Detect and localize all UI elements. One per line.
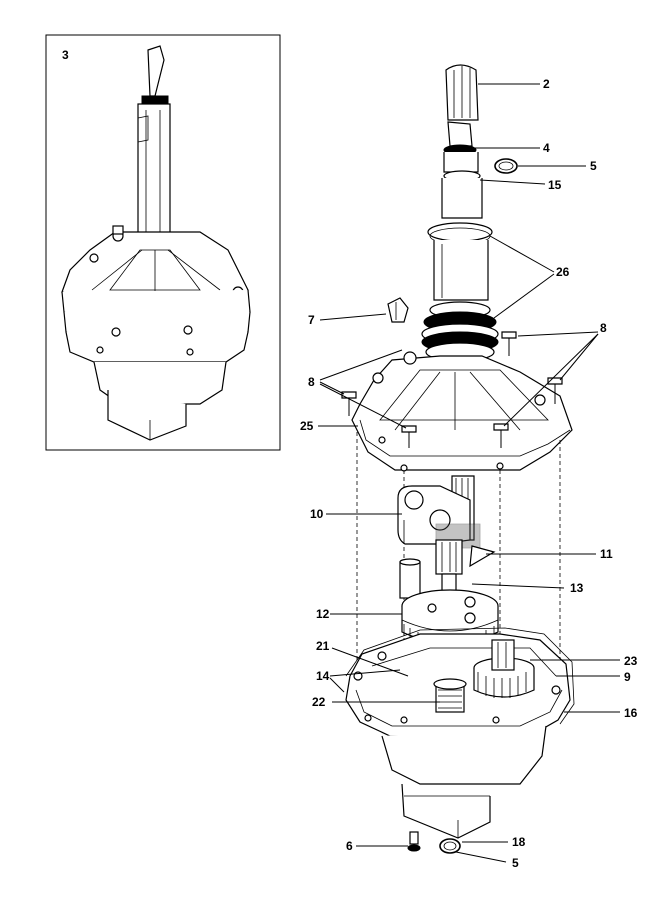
- callout-6: 6: [346, 839, 353, 853]
- callout-12: 12: [316, 607, 330, 621]
- main-assembly: [341, 64, 575, 854]
- callout-10: 10: [310, 507, 324, 521]
- callout-9: 9: [624, 670, 631, 684]
- callout-11: 11: [600, 547, 613, 561]
- callout-23: 23: [624, 654, 638, 668]
- callout-21: 21: [316, 639, 330, 653]
- callout-5-top: 5: [590, 159, 597, 173]
- callout-7: 7: [308, 313, 315, 327]
- callout-18: 18: [512, 835, 526, 849]
- inset-label: 3: [62, 48, 69, 62]
- callout-8-right: 8: [600, 321, 607, 335]
- leader-lines: [318, 83, 620, 863]
- callouts: 2 4 5 15 26 7 8 8 25 10 11 13 12 21 14 2…: [300, 77, 638, 870]
- callout-13: 13: [570, 581, 584, 595]
- callout-25: 25: [300, 419, 314, 433]
- callout-22: 22: [312, 695, 326, 709]
- callout-15: 15: [548, 178, 562, 192]
- callout-26: 26: [556, 265, 570, 279]
- callout-14: 14: [316, 669, 330, 683]
- callout-8-left: 8: [308, 375, 315, 389]
- inset-assembled-view: 3: [45, 34, 281, 451]
- callout-5-bottom: 5: [512, 856, 519, 870]
- callout-4: 4: [543, 141, 550, 155]
- callout-2: 2: [543, 77, 550, 91]
- callout-16: 16: [624, 706, 638, 720]
